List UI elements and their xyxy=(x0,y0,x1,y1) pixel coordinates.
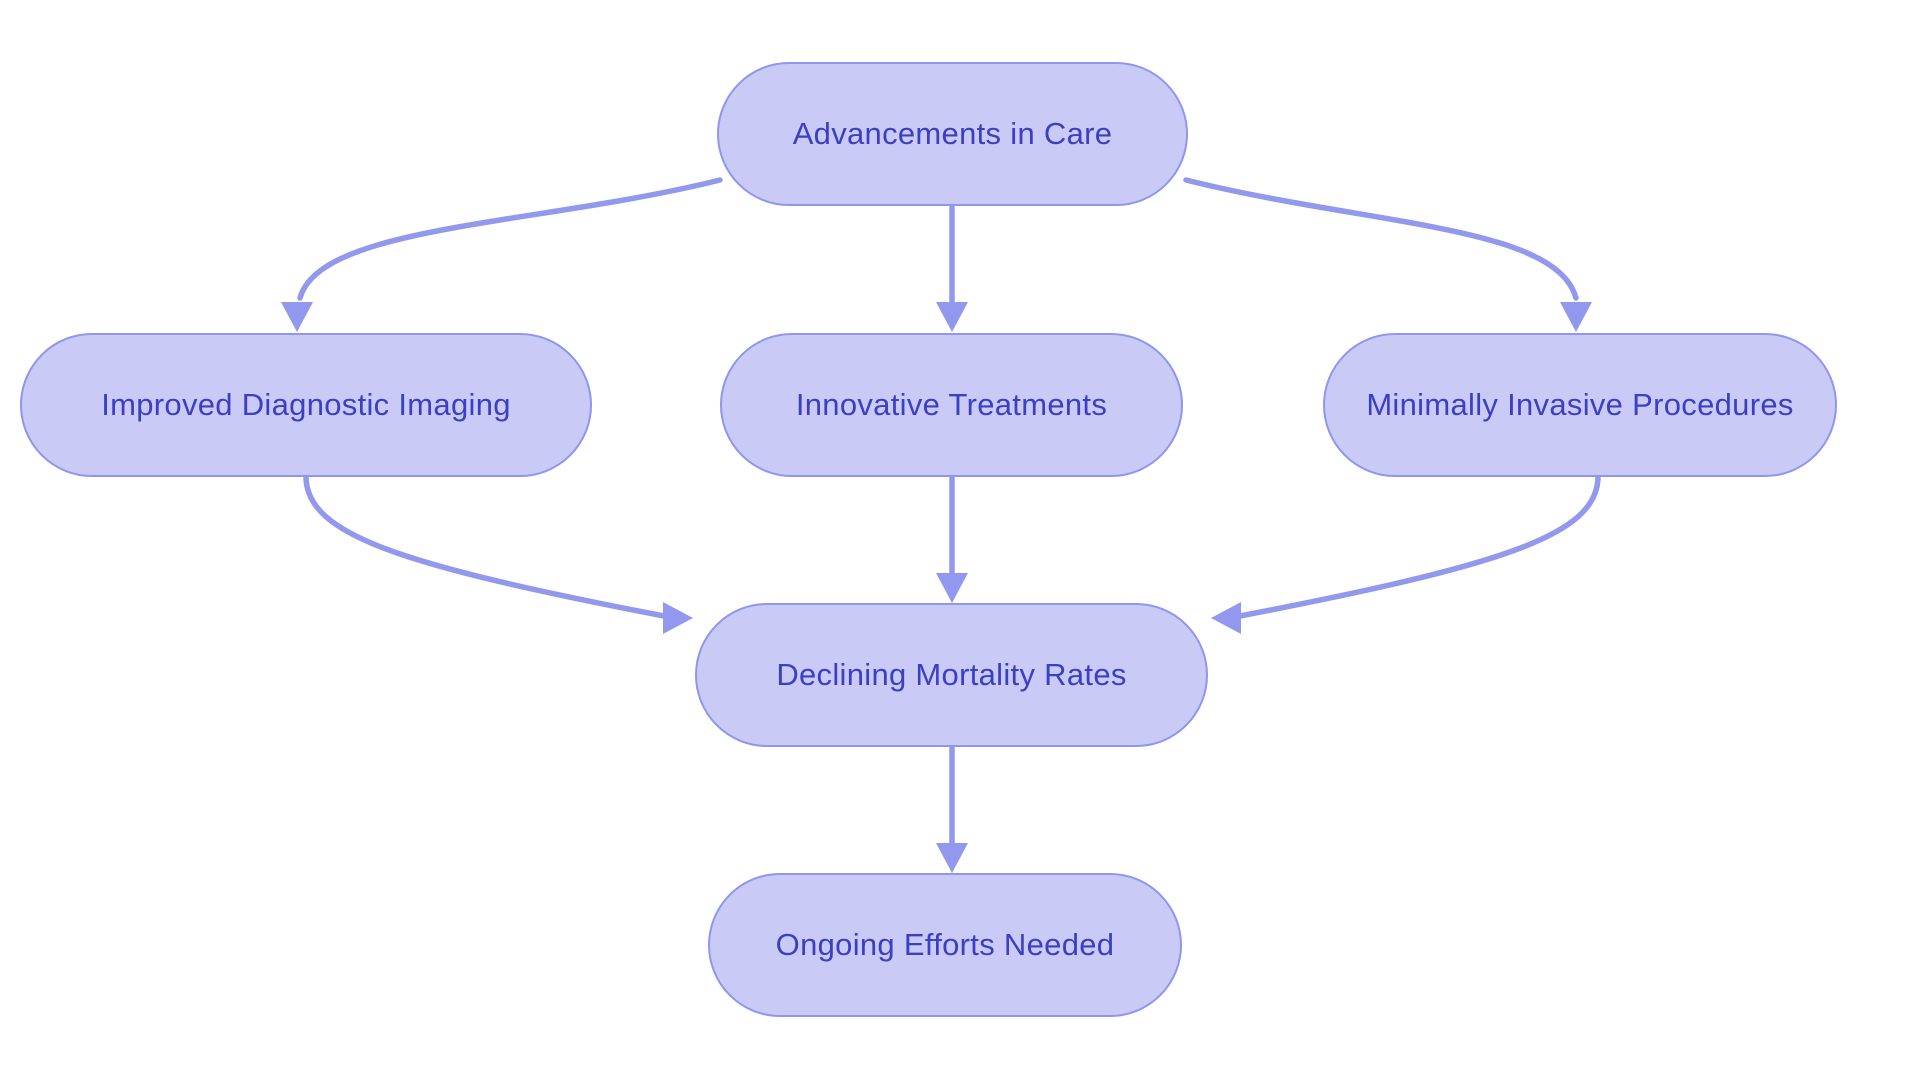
arrowhead-right-icon xyxy=(663,602,693,634)
node-label: Minimally Invasive Procedures xyxy=(1366,387,1794,423)
node-label: Improved Diagnostic Imaging xyxy=(101,387,511,423)
node-label: Declining Mortality Rates xyxy=(776,657,1127,693)
edge-procedures-to-mortality xyxy=(1211,475,1601,634)
edge-advancements-to-procedures xyxy=(1183,177,1592,332)
node-label: Innovative Treatments xyxy=(795,387,1108,423)
arrowhead-left-icon xyxy=(1211,602,1241,634)
node-minimally-invasive-procedures: Minimally Invasive Procedures xyxy=(1323,333,1837,477)
node-improved-diagnostic-imaging: Improved Diagnostic Imaging xyxy=(20,333,592,477)
arrowhead-down-icon xyxy=(936,843,968,873)
edge-mortality-to-efforts xyxy=(936,745,968,873)
node-label: Advancements in Care xyxy=(792,116,1113,152)
node-innovative-treatments: Innovative Treatments xyxy=(720,333,1183,477)
arrowhead-down-icon xyxy=(281,302,313,332)
arrowhead-down-icon xyxy=(1560,302,1592,332)
node-ongoing-efforts-needed: Ongoing Efforts Needed xyxy=(708,873,1182,1017)
edge-line xyxy=(303,475,667,619)
node-declining-mortality-rates: Declining Mortality Rates xyxy=(695,603,1208,747)
edge-advancements-to-treatments xyxy=(936,204,968,332)
node-advancements-in-care: Advancements in Care xyxy=(717,62,1188,206)
arrowhead-down-icon xyxy=(936,573,968,603)
edge-line xyxy=(1183,177,1579,301)
edge-advancements-to-imaging xyxy=(281,177,723,332)
node-label: Ongoing Efforts Needed xyxy=(775,927,1115,963)
edge-treatments-to-mortality xyxy=(936,475,968,603)
arrowhead-down-icon xyxy=(936,302,968,332)
edge-line xyxy=(297,177,723,301)
edge-imaging-to-mortality xyxy=(303,475,693,634)
edge-line xyxy=(1237,475,1601,619)
